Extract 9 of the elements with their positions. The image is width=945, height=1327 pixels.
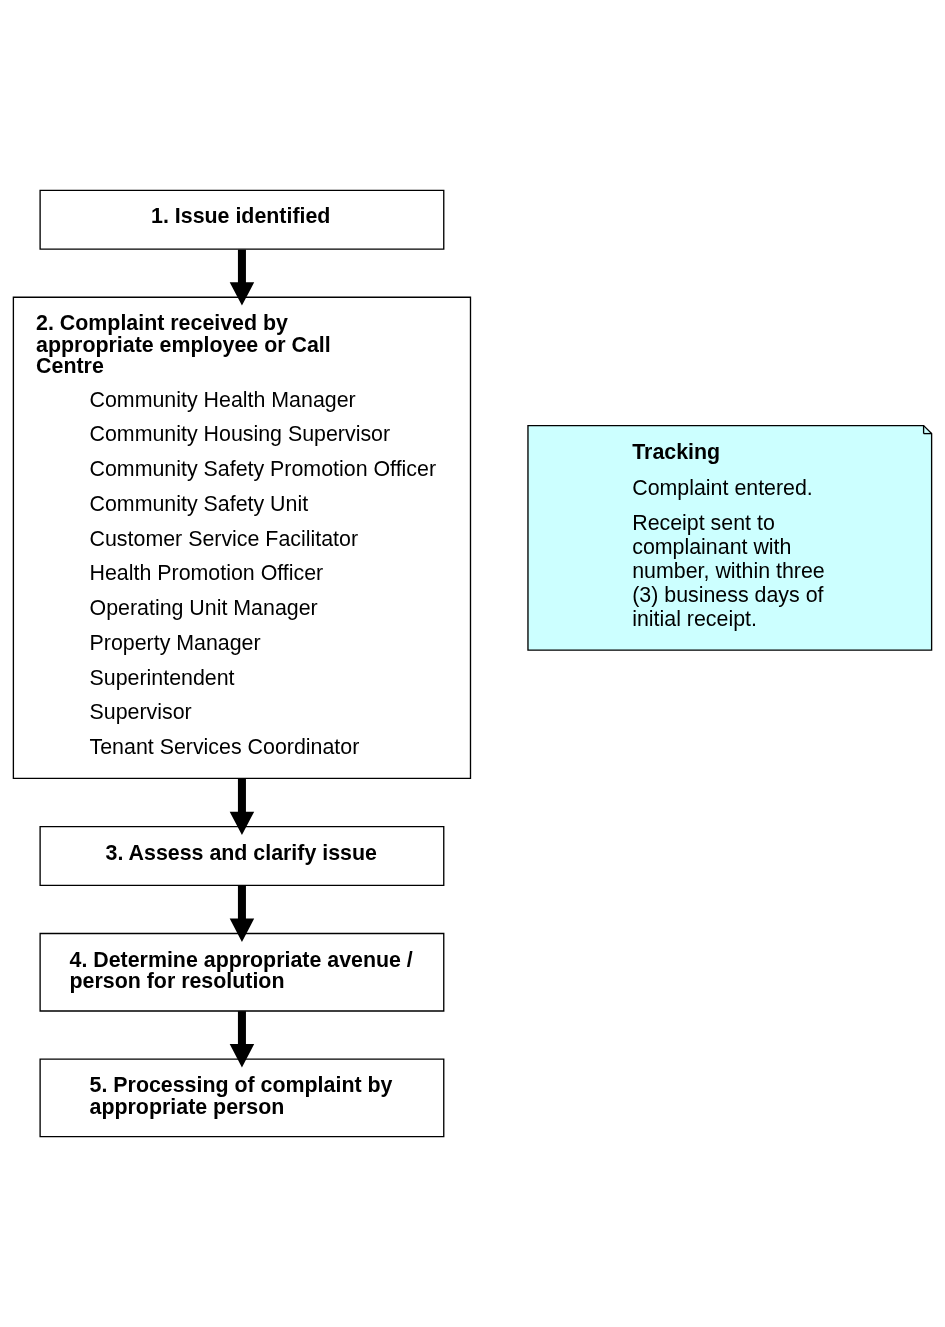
node-box: 4. Determine appropriate avenue / person for resolution	[39, 932, 445, 1012]
arrow	[229, 885, 255, 942]
node-box: 5. Processing of complaint by appropriate person	[39, 1058, 445, 1138]
arrow	[229, 249, 255, 306]
arrow	[229, 1011, 255, 1068]
arrow	[229, 778, 255, 835]
node-box: 2. Complaint received by appropriate employee or Call Centre Community Health Manager Community Housing Supervisor Community Safety Promotion Officer Community Safety Unit Customer Service Facilitator Health Promotion Officer Operating Unit Manager Property Manager Superintendent Supervisor Tenant Services Coordinator	[12, 296, 472, 780]
node-box: 1. Issue identified	[39, 189, 445, 250]
node-box: 3. Assess and clarify issue	[39, 825, 445, 887]
